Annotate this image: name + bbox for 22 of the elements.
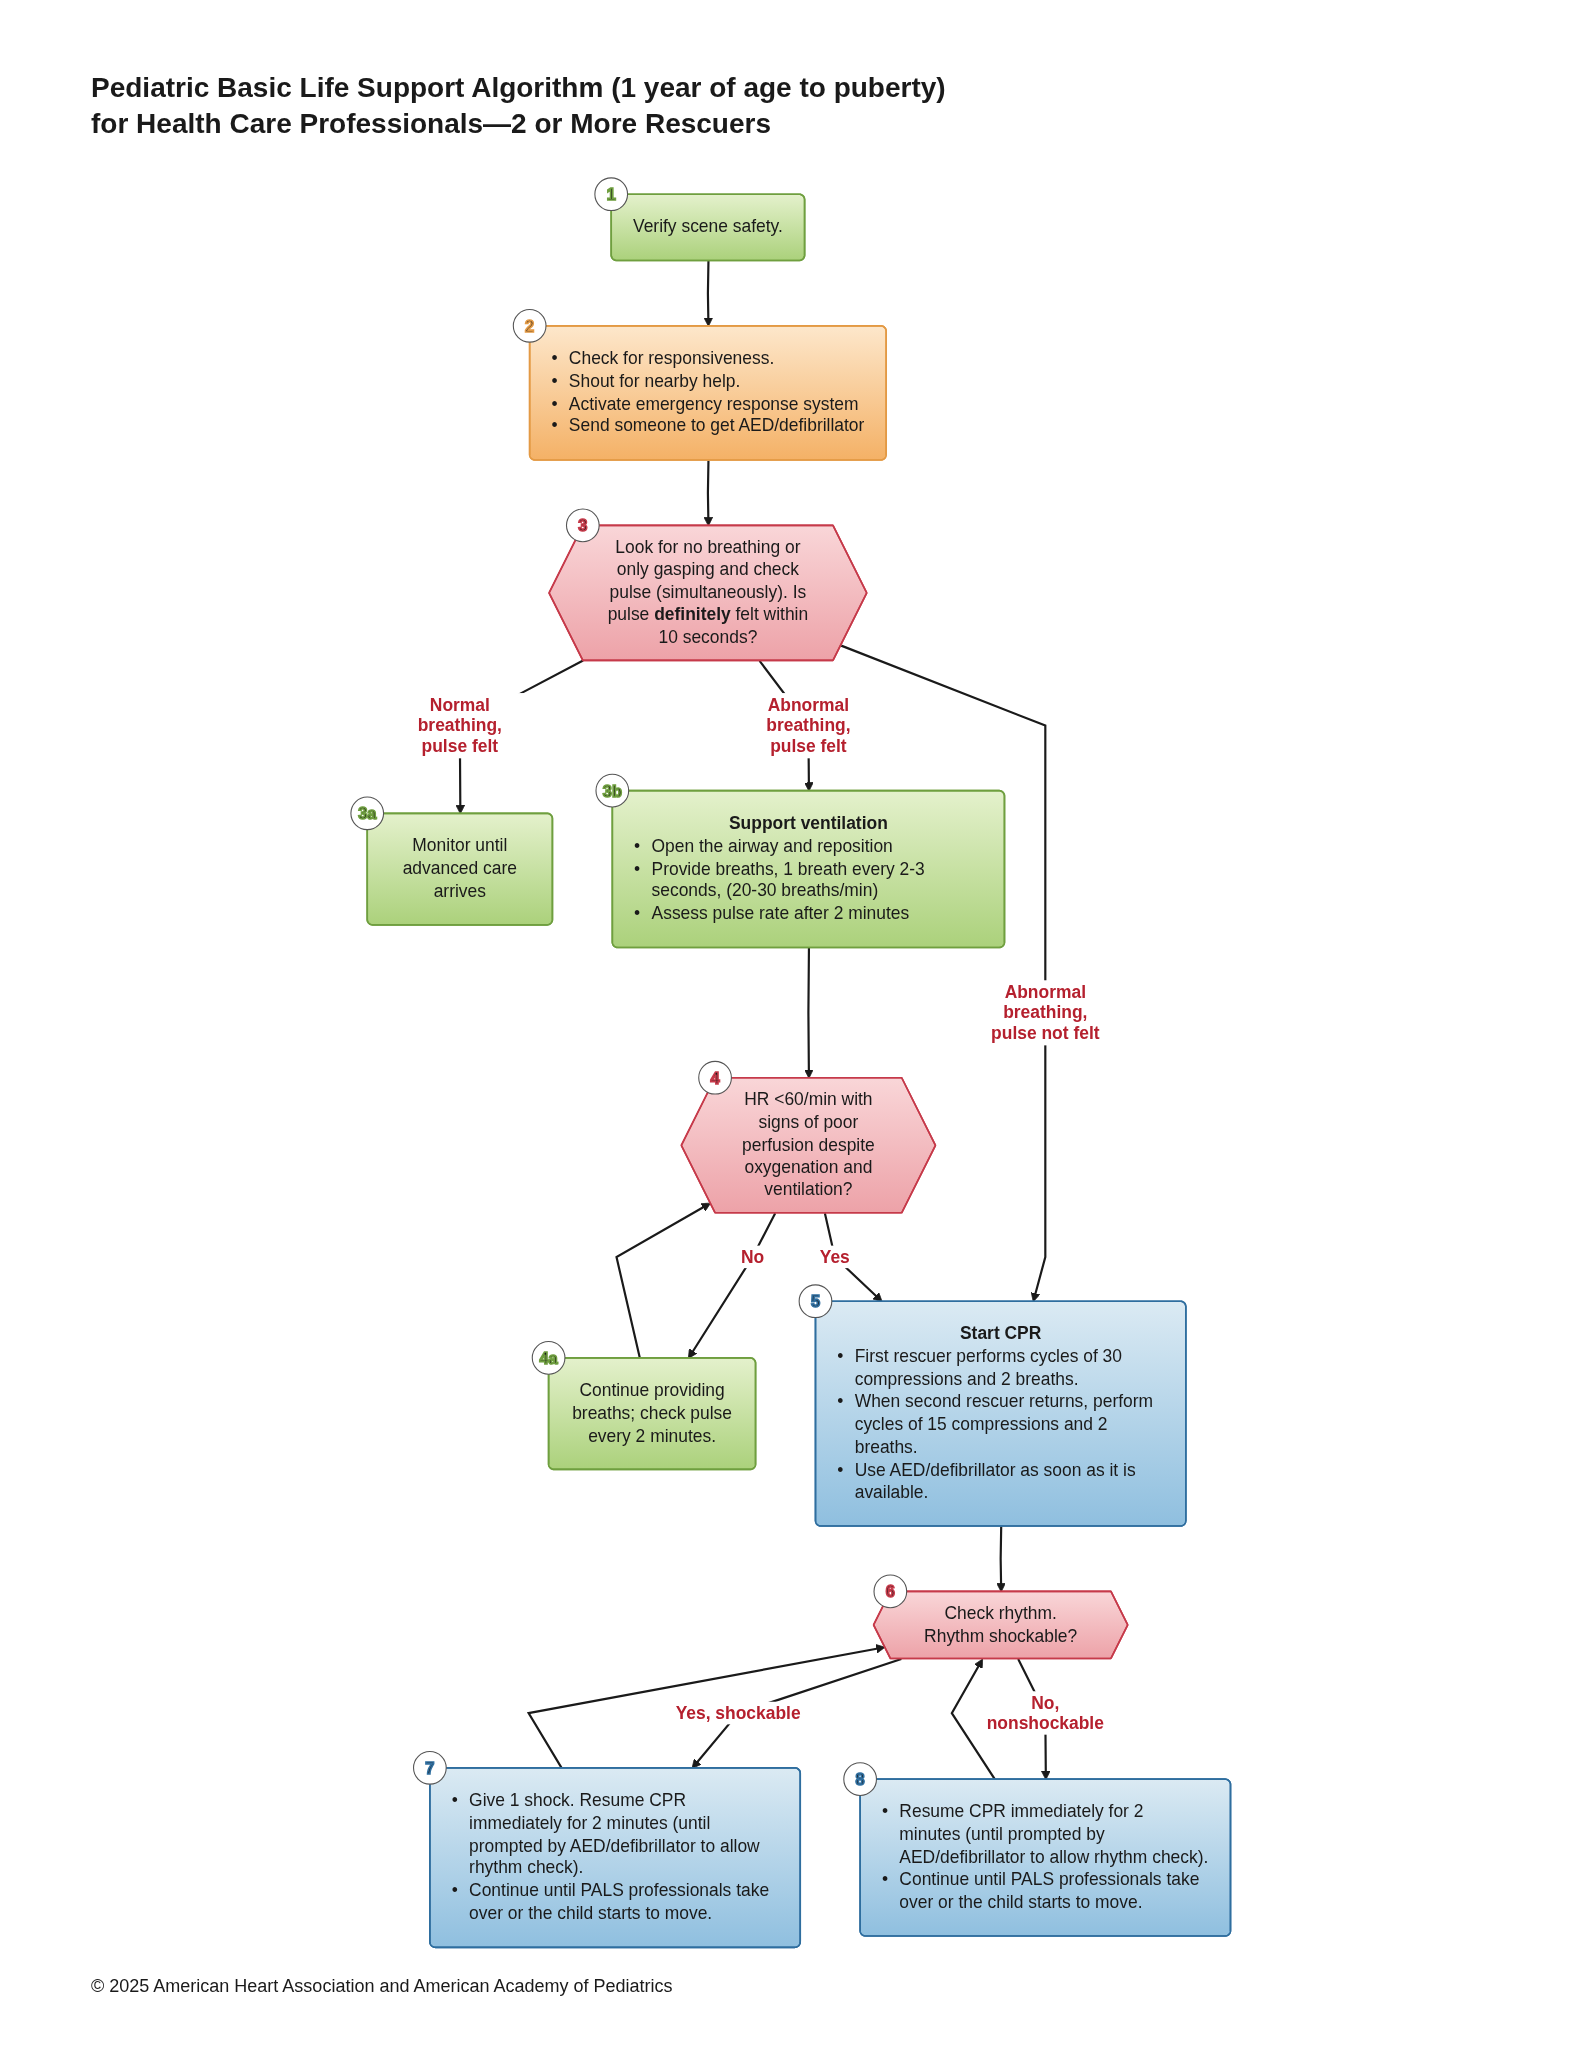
step-number-badge: 4a xyxy=(532,1340,566,1375)
arrow xyxy=(615,1202,712,1359)
arrow xyxy=(527,1643,886,1769)
step-number-badge: 3 xyxy=(566,508,600,543)
copyright-notice: © 2025 American Heart Association and American Academy of Pediatrics xyxy=(91,1976,674,1997)
flowchart: Normal breathing, pulse felt Abnormal breathing, pulse felt Abnormal breathing, pulse not felt No Yes Yes, shockable No, nonshockable Verify scene safety. 1 • Check for responsiveness. • Shout for nearby help. • Activate emergency response system • Send someone to get AED/defibrillator 2 Look for no breathing or only gasping and check pulse (simultaneously). Is pulse definitely felt within 10 seconds? 3 Monitor until advanced care arrives 3a Support ventilation • Open the airway and reposition • Provide breaths, 1 breath every 2-3 seconds, (20-30 breaths/min) • Assess pulse rate after 2 minutes 3b HR <60/min with signs of poor perfusion despite oxygenation and ventilation? 4 Continue providing breaths; check pulse every 2 minutes. 4a Start CPR • First rescuer performs cycles of 30 compressions and 2 breaths. • When second rescuer returns, perform cycles of 15 compressions and 2 breaths. • Use AED/defibrillator as soon as it is available. 5 Check rhythm. Rhythm shockable? 6 • Give 1 shock. Resume CPR immediately for 2 minutes (until prompted by AED/defibrillator to allow rhythm check). • Continue until PALS professionals take over or the child starts to move. 7 • Resume CPR immediately for 2 minutes (until prompted by AED/defibrillator to allow rhythm check). • Continue until PALS professionals take over or the child starts to move. 8 xyxy=(340,166,1242,1958)
step-number-badge: 8 xyxy=(843,1762,878,1796)
arrow xyxy=(996,1526,1007,1593)
arrow xyxy=(841,644,1047,1302)
step-number-badge: 3b xyxy=(595,773,630,808)
step-number-badge: 2 xyxy=(513,308,547,343)
step-number-badge: 6 xyxy=(873,1574,908,1609)
step-number-badge: 4 xyxy=(698,1060,733,1095)
arrow xyxy=(688,1212,777,1359)
step-number-badge: 1 xyxy=(594,177,629,211)
step-number-badge: 7 xyxy=(413,1750,448,1785)
arrow xyxy=(703,260,714,327)
step-number-badge: 3a xyxy=(350,796,385,830)
diagram-title: Pediatric Basic Life Support Algorithm (1 year of age to puberty) for Health Care Professionals—2 or More Rescuers xyxy=(91,71,947,142)
arrow xyxy=(703,460,714,527)
step-number-badge: 5 xyxy=(798,1284,833,1318)
arrow xyxy=(804,947,814,1079)
